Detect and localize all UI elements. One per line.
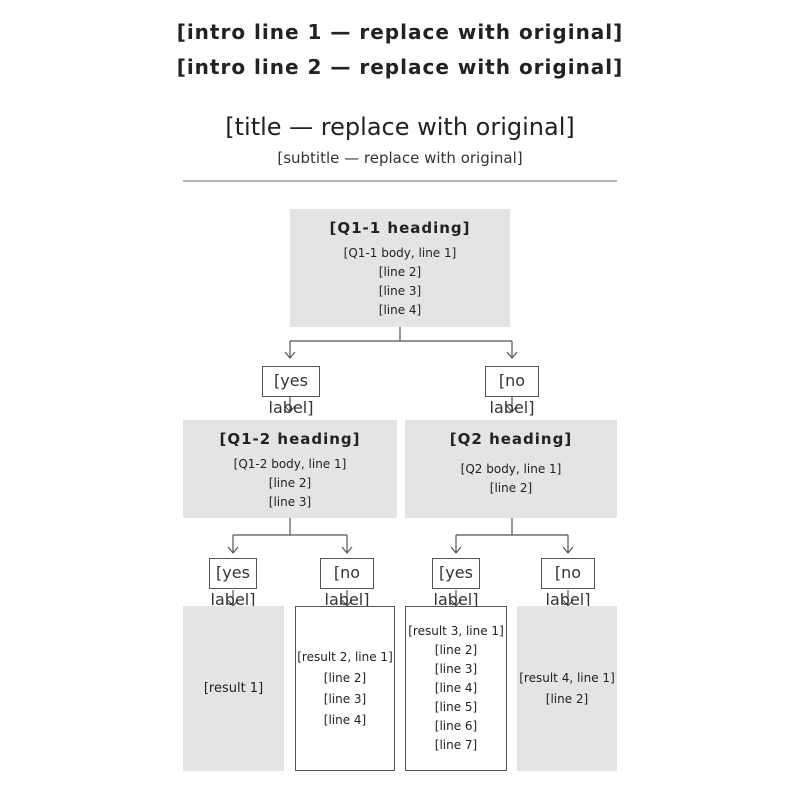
q1-1-box: [Q1-1 heading] [Q1-1 body, line 1] [line… (290, 209, 510, 327)
result-stop-use: [result 3, line 1] [line 2] [line 3] [li… (405, 606, 507, 771)
check-title: [title — replace with original] (225, 113, 575, 141)
q1-1-question: [Q1-1 body, line 1] [line 2] [line 3] [l… (343, 246, 457, 317)
title-divider (183, 180, 617, 182)
q1-2-question: [Q1-2 body, line 1] [line 2] [line 3] (233, 457, 347, 509)
result-consult-doctor: [result 2, line 1] [line 2] [line 3] [li… (295, 606, 395, 771)
q1-2-no-arrow (341, 546, 353, 554)
q2-box: [Q2 heading] [Q2 body, line 1] [line 2] (405, 420, 617, 518)
q1-2-yes-label: [yes label] (209, 558, 257, 609)
q1-1-heading: [Q1-1 heading] (329, 219, 471, 237)
q1-1-yes-arrow (284, 351, 296, 359)
q1-2-no-label: [no label] (320, 558, 374, 609)
q2-heading: [Q2 heading] (449, 430, 573, 448)
q1-1-no-arrow (506, 351, 518, 359)
q1-2-heading: [Q1-2 heading] (219, 430, 361, 448)
q1-1-no-label: [no label] (485, 366, 539, 417)
result-proceed: [result 4, line 1] [line 2] (517, 606, 617, 771)
q2-yes-label: [yes label] (432, 558, 480, 609)
q1-2-box: [Q1-2 heading] [Q1-2 body, line 1] [line… (183, 420, 397, 518)
result-proceed-text: [result 4, line 1] [line 2] (519, 670, 615, 706)
q2-no-label: [no label] (541, 558, 595, 609)
check-subtitle: [subtitle — replace with original] (277, 149, 523, 167)
no-to-q2-arrow (506, 405, 518, 413)
yes-to-q1-2-arrow (284, 405, 296, 413)
q2-no-arrow (562, 546, 574, 554)
result-consult-doctor-text: [result 2, line 1] [line 2] [line 3] [li… (297, 649, 393, 727)
q2-branch-line (455, 518, 569, 553)
q1-1-branch-line (289, 327, 513, 358)
result-go-to-q2-text: [result 1] (203, 681, 264, 696)
intro-line-1: [intro line 1 — replace with original] (176, 20, 624, 44)
q1-1-yes-label: [yes label] (262, 366, 320, 417)
result-go-to-q2: [result 1] (183, 606, 284, 771)
q1-2-branch-line (232, 518, 348, 553)
q2-yes-arrow (450, 546, 462, 554)
q2-question: [Q2 body, line 1] [line 2] (460, 462, 562, 495)
result-stop-use-text: [result 3, line 1] [line 2] [line 3] [li… (408, 624, 504, 752)
intro-line-2: [intro line 2 — replace with original] (176, 55, 624, 79)
q1-2-yes-arrow (227, 546, 239, 554)
